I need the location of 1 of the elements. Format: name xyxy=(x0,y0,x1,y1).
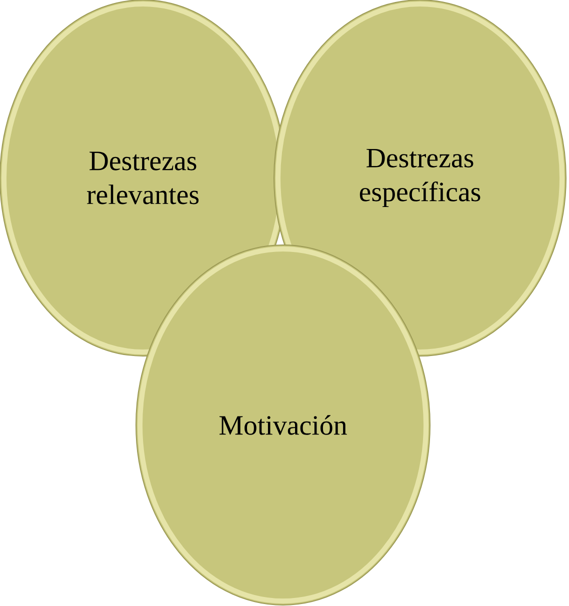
node-label: Motivación xyxy=(219,415,347,435)
